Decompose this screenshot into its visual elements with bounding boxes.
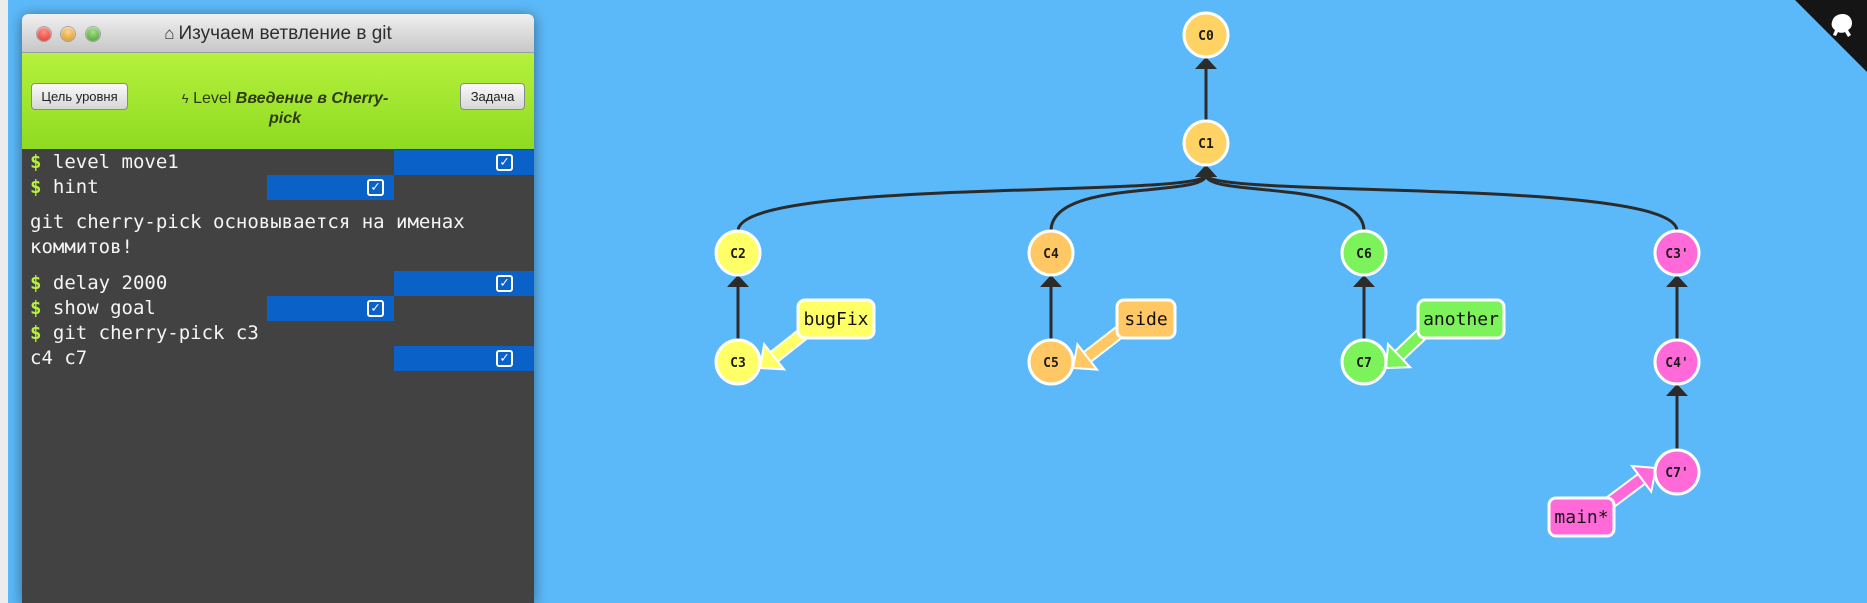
branch-label: side (1124, 309, 1167, 330)
level-window: ⌂Изучаем ветвление в git Цель уровня ϟ L… (22, 14, 534, 603)
branch-label-box (1416, 298, 1506, 340)
commit-label: C7 (1356, 356, 1372, 371)
commit-node[interactable]: C3 (714, 338, 762, 386)
branch-label: another (1423, 309, 1499, 330)
commit-node[interactable]: C0 (1182, 11, 1230, 59)
branch-bugFix[interactable]: bugFix (758, 298, 876, 371)
commit-label: C7' (1665, 466, 1688, 481)
edge-arrowhead (727, 275, 749, 287)
commit-node[interactable]: C2 (714, 229, 762, 277)
commit-circle (714, 229, 762, 277)
commit-edge (1204, 174, 1366, 232)
level-prefix: Level (193, 90, 232, 107)
commit-edge (736, 173, 1208, 232)
edge-arrowhead (1666, 384, 1688, 396)
command-terminal[interactable]: ✓ $ level move1 ✓ $ hint git cherry-pick… (22, 149, 534, 603)
commit-label: C2 (730, 247, 746, 262)
page-left-edge (0, 0, 8, 603)
commit-node[interactable]: C1 (1182, 119, 1230, 167)
command-done-bar: ✓ (267, 296, 394, 321)
checkbox-checked-icon: ✓ (496, 275, 513, 292)
commit-circle (1182, 119, 1230, 167)
commit-circle (1340, 229, 1388, 277)
maximize-window-button[interactable] (86, 27, 100, 41)
edge-arrowhead (1666, 275, 1688, 287)
commit-circle (1340, 338, 1388, 386)
branch-arrow-head (1071, 341, 1100, 371)
branch-label-box (1115, 298, 1177, 340)
window-title: ⌂Изучаем ветвление в git (22, 23, 534, 45)
branch-arrow-head (1629, 464, 1658, 494)
checkbox-checked-icon: ✓ (496, 350, 513, 367)
level-title: Введение в Cherry-pick (235, 90, 389, 127)
edge-arrowhead (1195, 165, 1217, 177)
commit-label: C4 (1043, 247, 1059, 262)
branch-label: main* (1554, 507, 1608, 528)
commit-label: C1 (1198, 137, 1214, 152)
commit-label: C3 (730, 356, 746, 371)
level-goal-button[interactable]: Цель уровня (31, 83, 128, 110)
edge-arrowhead (1195, 57, 1217, 69)
github-corner-icon[interactable] (1795, 0, 1867, 72)
checkbox-checked-icon: ✓ (367, 300, 384, 317)
command-done-bar: ✓ (394, 346, 534, 371)
commit-circle (1027, 229, 1075, 277)
task-button[interactable]: Задача (460, 83, 525, 110)
checkbox-checked-icon: ✓ (367, 179, 384, 196)
terminal-command: $ level move1 (30, 151, 179, 173)
commit-circle (1653, 448, 1701, 496)
commit-node[interactable]: C4' (1653, 338, 1701, 386)
level-toolbar: Цель уровня ϟ Level Введение в Cherry-pi… (22, 53, 534, 149)
lightning-icon: ϟ (181, 91, 189, 106)
window-titlebar: ⌂Изучаем ветвление в git (22, 14, 534, 53)
commit-label: C4' (1665, 356, 1688, 371)
branch-main-current[interactable]: main* (1547, 464, 1658, 538)
commit-circle (1182, 11, 1230, 59)
edge-arrowhead (1353, 275, 1375, 287)
branch-side[interactable]: side (1071, 298, 1177, 371)
level-name: ϟ Level Введение в Cherry-pick (170, 89, 400, 129)
commit-circle (1653, 338, 1701, 386)
branch-another[interactable]: another (1384, 298, 1506, 370)
terminal-command: $ show goal (30, 297, 156, 319)
commit-label: C6 (1356, 247, 1372, 262)
commit-circle (714, 338, 762, 386)
branch-label-box (796, 298, 876, 340)
command-done-bar: ✓ (267, 175, 394, 200)
commit-label: C5 (1043, 356, 1059, 371)
commit-node[interactable]: C6 (1340, 229, 1388, 277)
terminal-command: $ hint (30, 176, 99, 198)
command-done-bar: ✓ (394, 271, 534, 296)
command-done-bar: ✓ (394, 150, 534, 175)
terminal-command: $ git cherry-pick c3 (30, 322, 259, 344)
checkbox-checked-icon: ✓ (496, 154, 513, 171)
close-window-button[interactable] (37, 27, 51, 41)
branch-label: bugFix (803, 309, 868, 330)
branch-label-box (1547, 496, 1616, 538)
commit-node[interactable]: C7 (1340, 338, 1388, 386)
branch-arrow-shaft (1084, 326, 1126, 361)
commit-edge (1204, 173, 1679, 232)
terminal-hint-message: git cherry-pick основывается на именах к… (30, 211, 477, 258)
commit-node[interactable]: C4 (1027, 229, 1075, 277)
window-title-text: Изучаем ветвление в git (178, 23, 392, 44)
commit-node[interactable]: C7' (1653, 448, 1701, 496)
terminal-command: $ delay 2000 (30, 272, 168, 294)
terminal-command-continuation: c4 c7 (30, 347, 88, 369)
branch-arrow-head (758, 341, 787, 371)
commit-node[interactable]: C3' (1653, 229, 1701, 277)
minimize-window-button[interactable] (61, 27, 75, 41)
edge-arrowhead (1040, 275, 1062, 287)
branch-arrow-head (1384, 341, 1413, 370)
commit-circle (1027, 338, 1075, 386)
home-icon: ⌂ (164, 24, 175, 43)
commit-label: C0 (1198, 29, 1214, 44)
commit-edge (1049, 174, 1208, 232)
commit-label: C3' (1665, 247, 1688, 262)
commit-circle (1653, 229, 1701, 277)
commit-node[interactable]: C5 (1027, 338, 1075, 386)
